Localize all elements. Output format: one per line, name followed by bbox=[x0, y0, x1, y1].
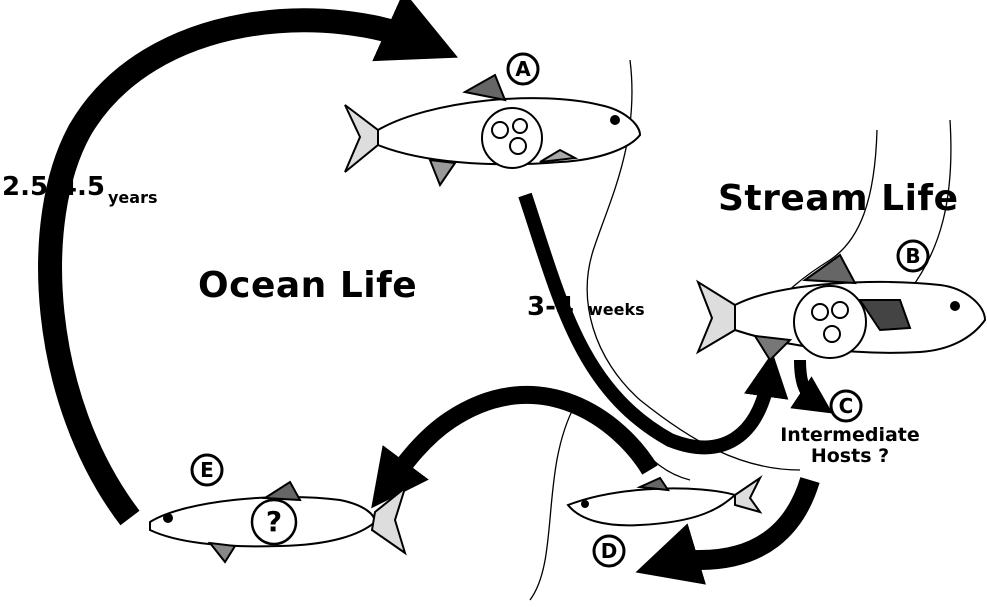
juvenile-salmon-fish-d bbox=[568, 478, 760, 525]
intermediate-hosts-line-2: Hosts ? bbox=[775, 446, 925, 467]
stage-marker-e: E bbox=[190, 453, 224, 487]
stage-marker-c: C bbox=[829, 389, 863, 423]
migration-duration-value: 3-4 bbox=[527, 292, 574, 322]
stream-life-label: Stream Life bbox=[718, 178, 959, 219]
to-intermediate-hosts-arrow bbox=[800, 360, 820, 405]
ocean-life-label: Ocean Life bbox=[198, 265, 417, 306]
parasite-cyst-a bbox=[482, 108, 542, 168]
ocean-duration-unit: years bbox=[108, 188, 158, 207]
parasite-cyst-b bbox=[794, 286, 866, 358]
smolt-to-ocean-arrow bbox=[385, 395, 650, 490]
stage-marker-d: D bbox=[592, 534, 626, 568]
intermediate-hosts-label: Intermediate Hosts ? bbox=[775, 425, 925, 467]
ocean-duration-value: 2.5-4.5 bbox=[2, 172, 105, 202]
stage-marker-b: B bbox=[896, 239, 930, 273]
intermediate-hosts-line-1: Intermediate bbox=[775, 425, 925, 446]
migration-duration-unit: weeks bbox=[588, 300, 645, 319]
unknown-infection-question-mark: ? bbox=[254, 502, 294, 542]
stage-marker-a: A bbox=[506, 52, 540, 86]
